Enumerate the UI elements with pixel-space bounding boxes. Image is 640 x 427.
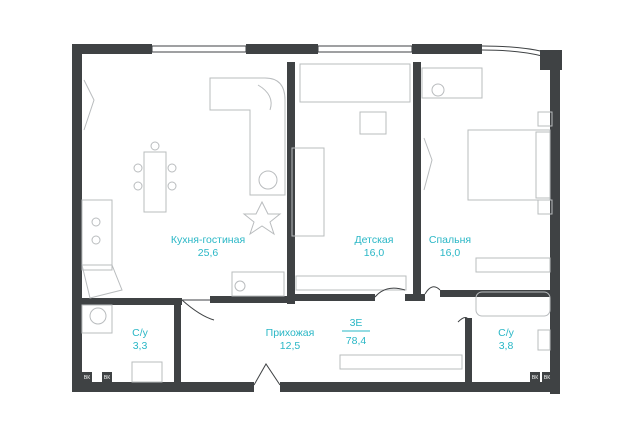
chair-3	[167, 163, 177, 173]
vk-tag-3-text: ВК	[532, 375, 538, 381]
window-bedroom	[481, 45, 546, 53]
toilet-right	[537, 329, 551, 351]
washer-box	[81, 304, 113, 334]
plant-left	[83, 79, 95, 131]
washing-machine	[89, 307, 107, 325]
window-living	[151, 45, 247, 53]
sofa-plant	[258, 170, 278, 190]
door-entrance	[253, 363, 281, 386]
hallway-area: 12,5	[280, 340, 301, 352]
vk-tags: ВК ВК ВК ВК	[82, 372, 552, 382]
wall-right	[550, 60, 560, 394]
door-bedroom	[424, 286, 441, 295]
window-bedroom-inner	[481, 49, 543, 57]
living-area: 25,6	[198, 247, 219, 259]
wall-living-bath	[72, 298, 182, 305]
sofa-cushion	[257, 84, 272, 111]
kids-chair	[359, 111, 387, 135]
kitchen-corner	[81, 264, 123, 299]
chair-5	[150, 141, 160, 151]
sink-left	[131, 361, 163, 383]
wall-bath-left	[174, 305, 181, 385]
vk-tag-2	[102, 372, 112, 382]
nightstand-1	[537, 111, 553, 127]
wall-top-2	[246, 44, 318, 54]
bathtub	[475, 291, 551, 317]
doors	[181, 286, 471, 386]
radiator-hall	[339, 354, 463, 370]
bedroom-area: 16,0	[440, 247, 461, 259]
hallway-name: Прихожая	[266, 327, 315, 339]
bedroom-lamp	[431, 83, 445, 97]
radiator-kids	[295, 275, 407, 291]
wall-kids-hall	[295, 294, 375, 301]
wall-top-1	[72, 44, 152, 54]
kitchen-counter	[81, 199, 113, 271]
wall-bath-right	[465, 318, 472, 386]
bath-right-name: С/у	[498, 327, 515, 339]
vk-tag-1-text: ВК	[84, 375, 90, 381]
stove-burner-1	[91, 217, 101, 227]
door-living	[181, 299, 215, 321]
chair-2	[133, 181, 143, 191]
nightstand-2	[537, 199, 553, 215]
bed-icon	[467, 129, 551, 201]
dining-table-icon	[143, 151, 167, 213]
furniture	[81, 63, 553, 383]
bath-right-area: 3,8	[499, 340, 514, 352]
chair-4	[167, 181, 177, 191]
hall-closet	[231, 271, 285, 297]
door-kids	[374, 287, 406, 298]
door-bath-right	[457, 317, 471, 331]
wall-kids-hall-2	[405, 294, 425, 301]
bath-left-area: 3,3	[133, 340, 148, 352]
bed-headboard	[535, 131, 551, 199]
wall-bedroom-bath	[440, 290, 560, 297]
vk-tag-2-text: ВК	[104, 375, 110, 381]
wall-living-kids	[287, 62, 295, 304]
apartment-badge: 3Е 78,4	[342, 317, 370, 347]
living-name: Кухня-гостиная	[171, 234, 245, 246]
window-kids	[317, 45, 413, 53]
bedroom-dresser	[421, 67, 483, 99]
apartment-type: 3Е	[350, 317, 363, 329]
bath-left-name: С/у	[132, 327, 149, 339]
stove-burner-2	[91, 235, 101, 245]
kids-bed	[291, 147, 325, 237]
vk-tag-1	[82, 372, 92, 382]
vent-icon	[234, 280, 246, 292]
windows	[151, 45, 546, 57]
wall-top-3	[412, 44, 482, 54]
plant-icon	[242, 200, 282, 236]
kids-name: Детская	[355, 234, 394, 246]
vk-tag-4-text: ВК	[544, 375, 550, 381]
kids-area: 16,0	[364, 247, 385, 259]
wall-bottom-left	[72, 382, 254, 392]
vk-tag-4	[542, 372, 552, 382]
vk-tag-3	[530, 372, 540, 382]
bedroom-name: Спальня	[429, 234, 471, 246]
chair-1	[133, 163, 143, 173]
apartment-area: 78,4	[346, 335, 367, 347]
room-labels: Кухня-гостиная 25,6 Детская 16,0 Спальня…	[132, 234, 515, 352]
wall-bottom-right	[280, 382, 560, 392]
radiator-bedroom	[475, 257, 551, 273]
walls	[72, 44, 562, 394]
sofa	[209, 77, 286, 196]
bedroom-plant	[423, 137, 433, 191]
wall-living-hall	[210, 296, 295, 303]
wall-kids-bedroom	[413, 62, 421, 300]
kids-desk	[299, 63, 411, 103]
wall-left	[72, 44, 82, 390]
